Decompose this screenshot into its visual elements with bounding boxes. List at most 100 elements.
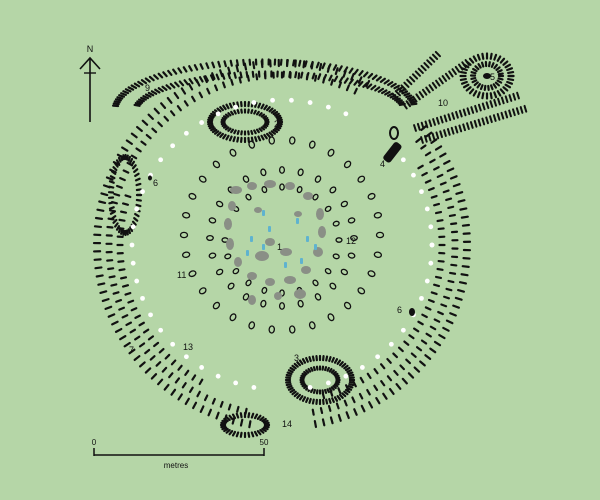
north-bank-segment [327,63,332,70]
middle-timber-post [278,166,286,174]
north-bank-segment [248,58,252,66]
mid-bank-segment [450,263,458,267]
avenue-bank-segment [400,84,407,91]
enclosure-2-ring [216,107,222,113]
north-bank-segment [390,82,397,88]
enclosure-5-ring [476,53,481,61]
enclosure-6-ring [114,162,119,168]
outer-bank-segment [442,326,450,332]
enclosure-6-ring [108,180,115,184]
feature-label-6-west: 6 [153,178,158,188]
enclosure-3-ring [343,364,349,370]
avenue-bank-segment [454,125,459,134]
white-post [170,341,176,347]
inner-bank-segment [412,327,420,333]
middle-timber-post [329,186,337,194]
avenue-bank-segment [469,121,474,129]
north-bank-segment [305,72,310,80]
north-bank-segment [338,76,344,83]
mid-bank-segment [115,184,123,189]
north-bank-segment [403,92,411,97]
outer-bank-segment [170,388,177,396]
mid-bank-segment [447,279,455,284]
enclosure-2-ring [268,131,274,137]
enclosure-6-ring [117,227,122,234]
enclosure-5-ring [489,92,493,100]
inner-bank-segment [434,275,443,280]
inner-bank-segment [153,341,160,348]
water-mark [268,226,271,232]
enclosure-3-ring [341,362,347,368]
middle-timber-post [208,252,217,259]
avenue-bank-segment [450,126,455,135]
enclosure-2-ring [263,104,268,111]
north-bank-segment [183,79,189,86]
inner-bank-segment [427,187,435,192]
enclosure-6-ring [114,222,119,228]
inner-bank-segment [147,335,155,341]
enclosure-5-inner-ring [493,63,498,70]
avenue-bank-segment [477,118,482,127]
white-post [251,100,257,105]
enclosure-5-ring [481,92,485,100]
avenue-bank-segment [462,108,467,117]
mid-bank-segment [351,396,356,404]
outer-bank-segment [211,72,216,80]
north-bank-segment [383,79,390,85]
avenue-bank-segment [439,130,444,139]
enclosure-3-inner-ring [300,382,306,386]
mid-bank-segment [236,405,240,413]
middle-timber-post [314,175,322,183]
enclosure-6-ring [133,168,139,173]
outer-timber-post [327,313,335,322]
white-post [233,104,239,110]
enclosure-2-ring [213,130,220,135]
outer-timber-post [182,211,191,219]
avenue-bank-segment [493,98,498,107]
mid-bank-segment [112,291,120,295]
avenue-bank-segment [444,72,451,80]
north-bank-segment [322,73,328,81]
outer-timber-post [229,313,237,322]
feature-label-10: 10 [438,98,448,108]
enclosure-2-ring [272,110,279,116]
avenue-bank-segment [427,133,432,142]
mid-bank-segment [125,321,133,327]
middle-timber-post [347,252,356,259]
enclosure-14-ring [263,421,270,425]
feature-label-7: 7 [129,345,134,355]
enclosure-2-inner-ring [236,129,240,135]
enclosure-3-ring [338,393,344,399]
inner-bank-segment [424,179,432,184]
outer-bank-segment [104,305,113,310]
enclosure-6-ring [134,177,141,182]
inner-bank-segment [408,334,415,340]
enclosure-14-ring [256,430,262,436]
inner-timber-post [224,253,232,260]
inner-timber-post [312,193,319,201]
white-post [325,104,331,110]
enclosure-3-inner-ring [305,369,310,374]
outer-bank-segment [449,175,458,180]
outer-bank-segment [455,191,464,195]
outer-timber-post [367,192,376,200]
mid-bank-segment [443,295,451,300]
enclosure-2-inner-ring [233,109,237,115]
north-bank-segment [172,68,178,75]
mid-bank-segment [314,74,318,82]
white-post [199,365,205,370]
enclosure-3-inner-ring [312,366,317,372]
north-bank-segment [157,87,164,93]
enclosure-5-inner-ring [494,81,500,87]
enclosure-3-inner-ring [307,367,312,373]
outer-timber-post [179,231,189,239]
central-stone [230,186,242,194]
white-post [233,380,239,386]
enclosure-2-ring [219,132,225,138]
small-enclosures [107,100,356,439]
north-bank-segment [370,84,377,91]
outer-bank-segment [357,76,363,84]
mid-bank-segment [358,392,364,400]
enclosure-3-ring [343,390,349,396]
enclosure-3-ring [293,362,299,368]
